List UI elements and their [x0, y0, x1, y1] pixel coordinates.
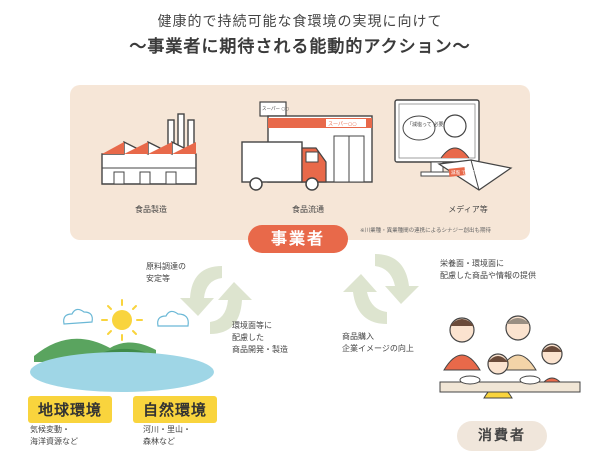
nature-landscape-icon: [30, 299, 214, 392]
header-line2: 〜事業者に期待される能動的アクション〜: [129, 37, 471, 57]
operator-label-distribution: 食品流通: [292, 205, 324, 214]
factory-icon: [101, 113, 197, 185]
natural-environment-text: 河川・里山・ 森林など: [143, 425, 191, 446]
left-cycle-arrows-icon: [180, 266, 252, 334]
operator-label-media: メディア等: [448, 205, 488, 214]
book-text: 減塩 でも美味しい: [451, 169, 489, 176]
synergy-note: ※川業種・異業種間の連携によるシナジー創出も期待: [360, 228, 491, 234]
store-sign: スーパー○○: [328, 122, 357, 128]
media-monitor-icon: 「減塩って 必要？」 減塩 でも美味しい: [394, 99, 513, 191]
header-line1: 健康的で持続可能な食環境の実現に向けて: [157, 14, 443, 30]
global-environment-text: 気候変動・ 海洋資源など: [30, 425, 78, 446]
global-environment-title: 地球環境: [28, 396, 113, 423]
operators-badge: 事業者: [248, 225, 348, 253]
supermarket-truck-icon: スーパー ○○ スーパー○○: [241, 101, 373, 191]
operator-label-manufacturing: 食品製造: [135, 205, 167, 214]
right-cycle-arrows-icon: [343, 254, 419, 324]
cloud-icon: [63, 308, 189, 327]
flow-text-top-right: 栄養面・環境面に 配慮した商品や情報の提供: [440, 259, 536, 280]
flow-text-bottom-left: 環境面等に 配慮した 商品開発・製造: [232, 321, 288, 354]
consumer-badge: 消費者: [457, 421, 547, 451]
screen-speech-text: 「減塩って 必要？」: [407, 121, 453, 128]
store-sign-small: スーパー ○○: [262, 106, 289, 112]
natural-environment-title: 自然環境: [133, 396, 218, 423]
flow-text-bottom-right: 商品購入 企業イメージの向上: [342, 332, 414, 353]
flow-text-top-left: 原料調達の 安定等: [146, 262, 186, 283]
sun-icon: [101, 299, 143, 341]
family-eating-icon: [439, 315, 581, 399]
